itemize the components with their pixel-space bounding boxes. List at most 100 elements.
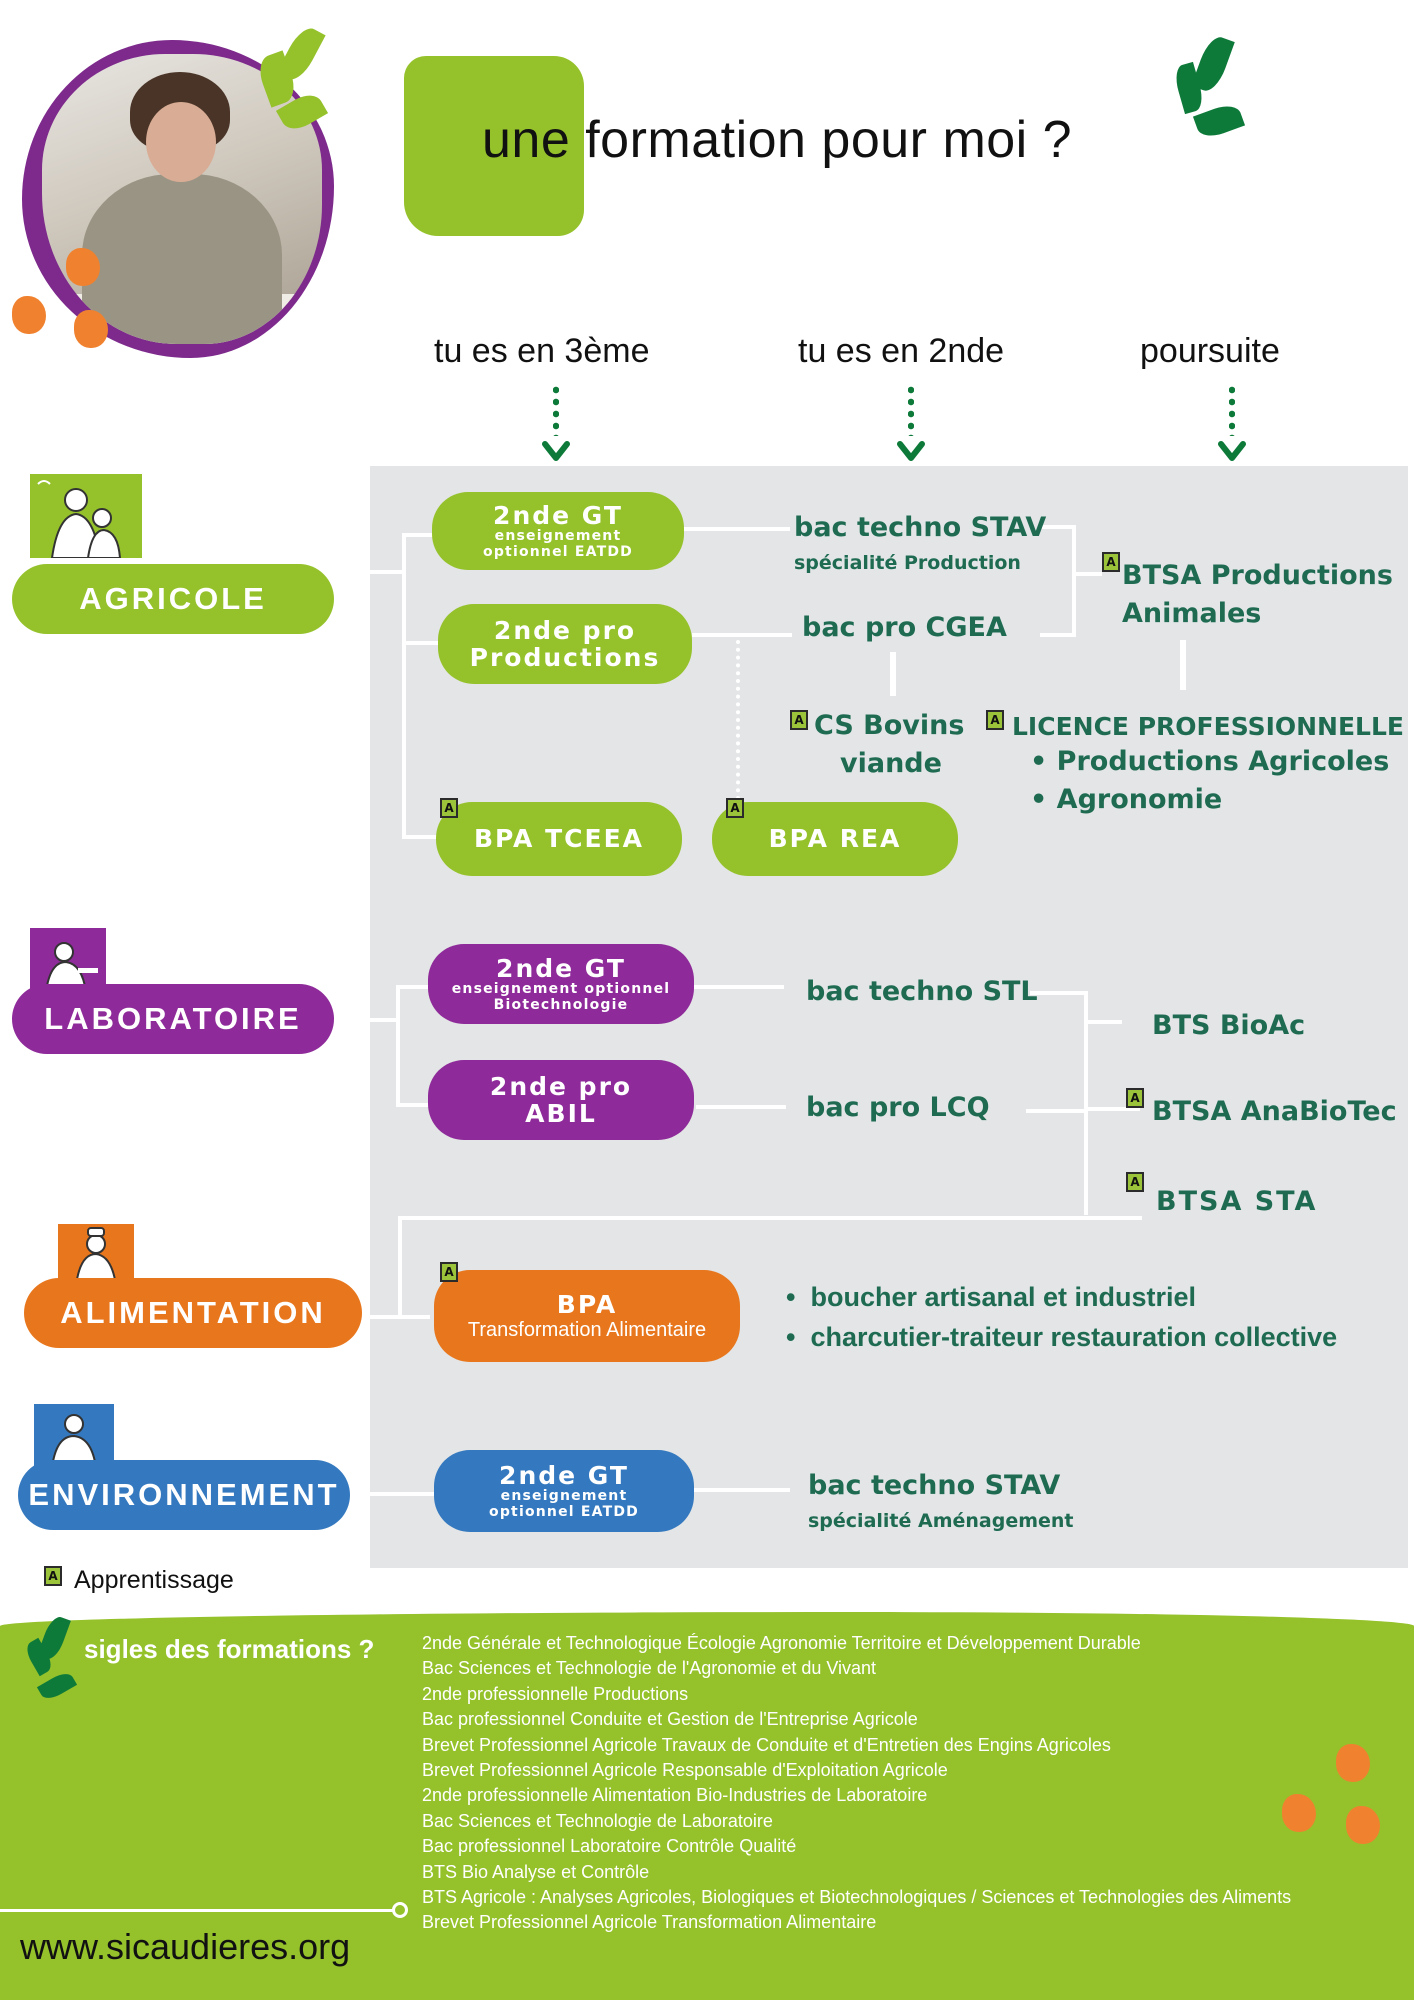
bts-bioac: BTS BioAc: [1152, 1010, 1306, 1041]
connector-line: [1040, 633, 1076, 637]
pill-lab-2nde-gt: 2nde GT enseignement optionnel Biotechno…: [428, 944, 694, 1024]
licence-pro-title: LICENCE PROFESSIONNELLE: [1012, 712, 1404, 741]
connector-line: [396, 985, 430, 989]
legend-apprentissage: Apprentissage: [74, 1566, 234, 1594]
apprentissage-badge: A: [440, 798, 458, 818]
arrow-down-icon: [1218, 441, 1246, 461]
connector-line: [402, 835, 438, 839]
connector-line: [1086, 1020, 1122, 1024]
sigle-definition: 2nde Générale et Technologique Écologie …: [422, 1633, 1141, 1653]
orange-dot-decoration: [66, 248, 100, 286]
column-heading-poursuite: poursuite: [1140, 332, 1280, 370]
connector-line: [400, 1216, 1142, 1220]
connector-line: [682, 527, 790, 531]
sigle-definition: 2nde professionnelle Productions: [422, 1683, 689, 1704]
connector-line: [370, 570, 404, 574]
sigles-heading: sigles des formations ?: [84, 1634, 375, 1664]
bac-stav-amenagement: bac techno STAV: [808, 1470, 1061, 1501]
page-title: une formation pour moi ?: [482, 111, 1073, 169]
sigle-definition: BTS Agricole : Analyses Agricoles, Biolo…: [422, 1887, 1292, 1908]
apprentissage-badge: A: [1126, 1172, 1144, 1192]
pill-bpa-tceea: BPA TCEEA: [436, 802, 682, 876]
connector-line: [1026, 1109, 1086, 1113]
bac-pro-cgea: bac pro CGEA: [802, 612, 1007, 643]
category-environnement: ENVIRONNEMENT: [18, 1460, 350, 1530]
arrow-down-icon: [897, 441, 925, 461]
orange-dot-decoration: [1336, 1744, 1370, 1782]
licence-item: • Productions Agricoles: [1030, 746, 1390, 777]
dotted-arrow: [908, 384, 914, 436]
connector-line: [396, 985, 400, 1107]
orange-dot-decoration: [1346, 1806, 1380, 1844]
column-heading-2nde: tu es en 2nde: [798, 332, 1005, 370]
sigle-definition: Bac Sciences et Technologie de Laboratoi…: [422, 1810, 773, 1831]
btsa-productions-line2: Animales: [1122, 598, 1262, 629]
sigle-definition: BTS Bio Analyse et Contrôle: [422, 1861, 650, 1882]
connector-line: [696, 1105, 786, 1109]
connector-line: [1030, 991, 1086, 995]
connector-line: [692, 633, 792, 637]
leaf-decoration: [1192, 100, 1246, 142]
farmer-child-icon: [30, 474, 142, 558]
category-agricole: AGRICOLE: [12, 564, 334, 634]
sigle-definition: Bac professionnel Laboratoire Contrôle Q…: [422, 1836, 797, 1857]
pill-env-2nde-gt: 2nde GT enseignement optionnel EATDD: [434, 1450, 694, 1532]
pill-bpa-rea: BPA REA: [712, 802, 958, 876]
cs-bovins-line2: viande: [840, 748, 942, 779]
connector-line: [1042, 525, 1076, 529]
connector-line: [402, 533, 406, 839]
connector-line: [1180, 640, 1186, 690]
dotted-arrow: [1229, 384, 1235, 436]
dotted-connector: [736, 640, 740, 808]
connector-line: [398, 1216, 402, 1318]
bac-stav-production: bac techno STAV: [794, 512, 1047, 543]
sigle-definition: Brevet Professionnel Agricole Responsabl…: [422, 1760, 948, 1781]
apprentissage-badge: A: [44, 1566, 62, 1586]
lab-technician-icon: [30, 928, 106, 992]
connector-line: [402, 641, 438, 645]
connector-line: [1086, 1107, 1140, 1111]
connector-line: [370, 1018, 400, 1022]
divider-end-dot: [392, 1902, 408, 1918]
sigle-definition: Bac Sciences et Technologie de l'Agronom…: [422, 1658, 877, 1679]
stav-specialite-amenagement: spécialité Aménagement: [808, 1510, 1074, 1532]
btsa-sta: BTSA STA: [1156, 1186, 1318, 1217]
sigle-definition: 2nde professionnelle Alimentation Bio-In…: [422, 1785, 928, 1806]
apprentissage-badge: A: [726, 798, 744, 818]
connector-line: [694, 1488, 790, 1492]
environment-worker-icon: [34, 1404, 114, 1468]
orange-dot-decoration: [12, 296, 46, 334]
connector-line: [402, 533, 434, 537]
connector-line: [1084, 991, 1088, 1215]
title-highlight-blob: [404, 56, 584, 236]
apprentissage-badge: A: [790, 710, 808, 730]
stav-specialite-production: spécialité Production: [794, 552, 1021, 574]
sigle-definition: Bac professionnel Conduite et Gestion de…: [422, 1709, 918, 1730]
website-link[interactable]: www.sicaudieres.org: [20, 1926, 351, 1967]
pill-agri-2nde-pro: 2nde pro Productions: [438, 604, 692, 684]
apprentissage-badge: A: [1102, 552, 1120, 572]
footer-divider: [0, 1909, 394, 1912]
sigles-definitions: 2nde Générale et Technologique Écologie …: [422, 1631, 1291, 1936]
connector-line: [352, 1492, 434, 1496]
pill-lab-2nde-pro: 2nde pro ABIL: [428, 1060, 694, 1140]
apprentissage-badge: A: [440, 1262, 458, 1282]
apprentissage-badge: A: [986, 710, 1004, 730]
column-heading-3eme: tu es en 3ème: [434, 332, 650, 370]
connector-line: [396, 1103, 430, 1107]
pill-agri-2nde-gt: 2nde GT enseignement optionnel EATDD: [432, 492, 684, 570]
sigle-definition: Brevet Professionnel Agricole Travaux de…: [422, 1734, 1111, 1755]
dotted-arrow: [553, 384, 559, 436]
orange-dot-decoration: [74, 310, 108, 348]
connector-line: [362, 1315, 430, 1319]
connector-line: [1072, 525, 1076, 637]
btsa-productions-line1: BTSA Productions: [1122, 560, 1393, 591]
pill-bpa-transformation: BPA Transformation Alimentaire: [434, 1270, 740, 1362]
arrow-down-icon: [542, 441, 570, 461]
alimentation-item: • boucher artisanal et industriel: [786, 1282, 1197, 1312]
sigle-definition: Brevet Professionnel Agricole Transforma…: [422, 1912, 877, 1933]
footer-panel: [0, 1612, 1414, 2000]
cook-icon: [58, 1224, 134, 1286]
alimentation-item: • charcutier-traiteur restauration colle…: [786, 1322, 1338, 1352]
connector-line: [1074, 572, 1102, 576]
